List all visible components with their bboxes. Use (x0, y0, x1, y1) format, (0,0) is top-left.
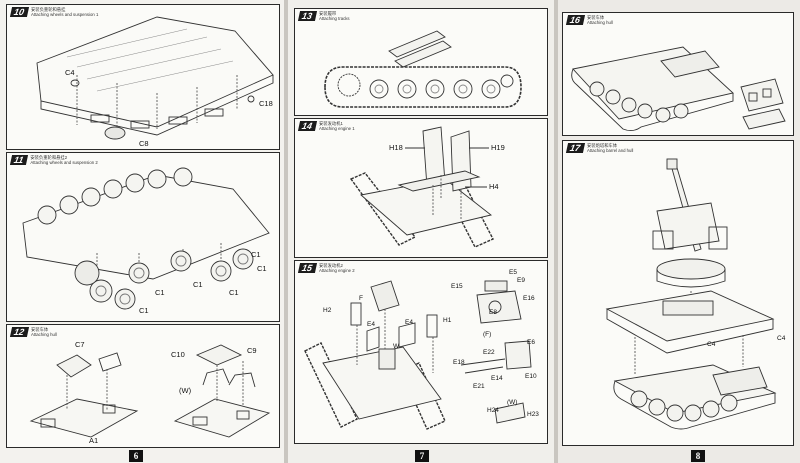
part-label: (W) (507, 399, 518, 406)
part-label: H2 (323, 307, 332, 314)
step-title-cn: 安装发动机1 (319, 121, 343, 126)
part-label: C1 (139, 306, 149, 315)
step-title-en: Attaching tracks (319, 16, 350, 21)
part-label: C1 (257, 264, 267, 273)
part-label: W (393, 343, 400, 350)
step-16-panel: 16 安装车体 Attaching hull (562, 12, 794, 136)
step-title-cn: 安装负重轮和悬挂2 (30, 155, 68, 160)
part-label: E9 (517, 277, 525, 284)
part-label: C4 (65, 68, 75, 77)
step-11-panel: 11 安装负重轮和悬挂2 Attaching wheels and suspen… (6, 152, 280, 322)
part-label: E10 (525, 373, 537, 380)
part-label: H19 (491, 143, 505, 152)
step-title-cn: 安装车体 (587, 15, 605, 20)
part-label: H1 (443, 317, 452, 324)
step-title-en: Attaching engine 1 (319, 126, 355, 131)
part-label: E15 (451, 283, 463, 290)
hull-assembly-drawing (571, 46, 786, 132)
turret-barrel-drawing (605, 158, 777, 430)
step-17-header: 17 安装炮塔和车体 Attaching barrel and hull (565, 143, 634, 153)
page-fold (284, 0, 288, 463)
step-title-cn: 安装车体 (31, 327, 49, 332)
step-17-panel: 17 安装炮塔和车体 Attaching barrel and hull (562, 140, 794, 446)
part-label: E14 (491, 375, 503, 382)
page-7: 13 安装履带 Attaching tracks (288, 0, 554, 463)
part-label: E16 (523, 295, 535, 302)
step-16-header: 16 安装车体 Attaching hull (565, 15, 613, 25)
step-title-en: Attaching barrel and hull (587, 148, 634, 153)
step-title-cn: 安装发动机2 (319, 263, 343, 268)
step-title-en: Attaching wheels and suspension 2 (30, 160, 98, 165)
hull-attach-drawing (29, 344, 271, 438)
part-label: E8 (489, 309, 497, 316)
step-15-header: 15 安装发动机2 Attaching engine 2 (297, 263, 355, 273)
part-label: (W) (179, 386, 192, 395)
part-label: E4 (405, 319, 413, 326)
step-14-header: 14 安装发动机1 Attaching engine 1 (297, 121, 355, 131)
part-label: C1 (251, 250, 261, 259)
part-label: C4 (707, 341, 716, 348)
step-10-header: 10 安装负重轮和悬挂 Attaching wheels and suspens… (9, 7, 99, 17)
step-title-cn: 安装炮塔和车体 (587, 143, 618, 148)
step-title-en: Attaching hull (587, 20, 613, 25)
part-label: C8 (139, 139, 149, 148)
part-label: C9 (247, 346, 257, 355)
step-11-header: 11 安装负重轮和悬挂2 Attaching wheels and suspen… (9, 155, 98, 165)
part-label: C7 (75, 340, 85, 349)
part-label: H23 (527, 411, 539, 418)
part-label: F (359, 295, 363, 302)
part-label: E4 (367, 321, 375, 328)
step-13-panel: 13 安装履带 Attaching tracks (294, 8, 548, 116)
page-8: 16 安装车体 Attaching hull 17 (558, 0, 800, 463)
step-12-header: 12 安装车体 Attaching hull (9, 327, 57, 337)
hull-underside-drawing (36, 16, 274, 140)
step-15-panel: 15 安装发动机2 Attaching engine 2 (294, 260, 548, 444)
page-number: 8 (691, 450, 705, 462)
part-label: H18 (389, 143, 403, 152)
engine-2-drawing (304, 280, 532, 430)
step-title-en: Attaching hull (31, 332, 57, 337)
page-number: 7 (415, 450, 429, 462)
part-label: H24 (487, 407, 499, 414)
part-label: H4 (489, 182, 499, 191)
tracks-drawing (324, 30, 522, 108)
step-13-header: 13 安装履带 Attaching tracks (297, 11, 350, 21)
part-label: E5 (509, 269, 517, 276)
part-label: C1 (229, 288, 239, 297)
part-label: C1 (155, 288, 165, 297)
part-label: E22 (483, 349, 495, 356)
part-label: (F) (483, 331, 492, 338)
step-12-panel: 12 安装车体 Attaching hull C7 A1 C10 C9 (6, 324, 280, 448)
page-number: 6 (129, 450, 143, 462)
part-label: C18 (259, 99, 273, 108)
part-label: C1 (193, 280, 203, 289)
step-14-panel: 14 安装发动机1 Attaching engine 1 (294, 118, 548, 258)
part-label: C10 (171, 350, 185, 359)
step-title-cn: 安装履带 (319, 11, 337, 16)
part-label: E21 (473, 383, 485, 390)
part-label: E18 (453, 359, 465, 366)
step-title-en: Attaching engine 2 (319, 268, 355, 273)
part-label: E6 (527, 339, 535, 346)
wheels-suspension-drawing (22, 167, 270, 310)
page-6: 10 安装负重轮和悬挂 Attaching wheels and suspens… (0, 0, 284, 463)
step-title-cn: 安装负重轮和悬挂 (31, 7, 66, 12)
part-label: A1 (89, 436, 99, 445)
step-title-en: Attaching wheels and suspension 1 (31, 12, 99, 17)
page-fold (554, 0, 558, 463)
engine-1-drawing (349, 126, 494, 248)
step-10-panel: 10 安装负重轮和悬挂 Attaching wheels and suspens… (6, 4, 280, 150)
part-label: C4 (777, 335, 786, 342)
